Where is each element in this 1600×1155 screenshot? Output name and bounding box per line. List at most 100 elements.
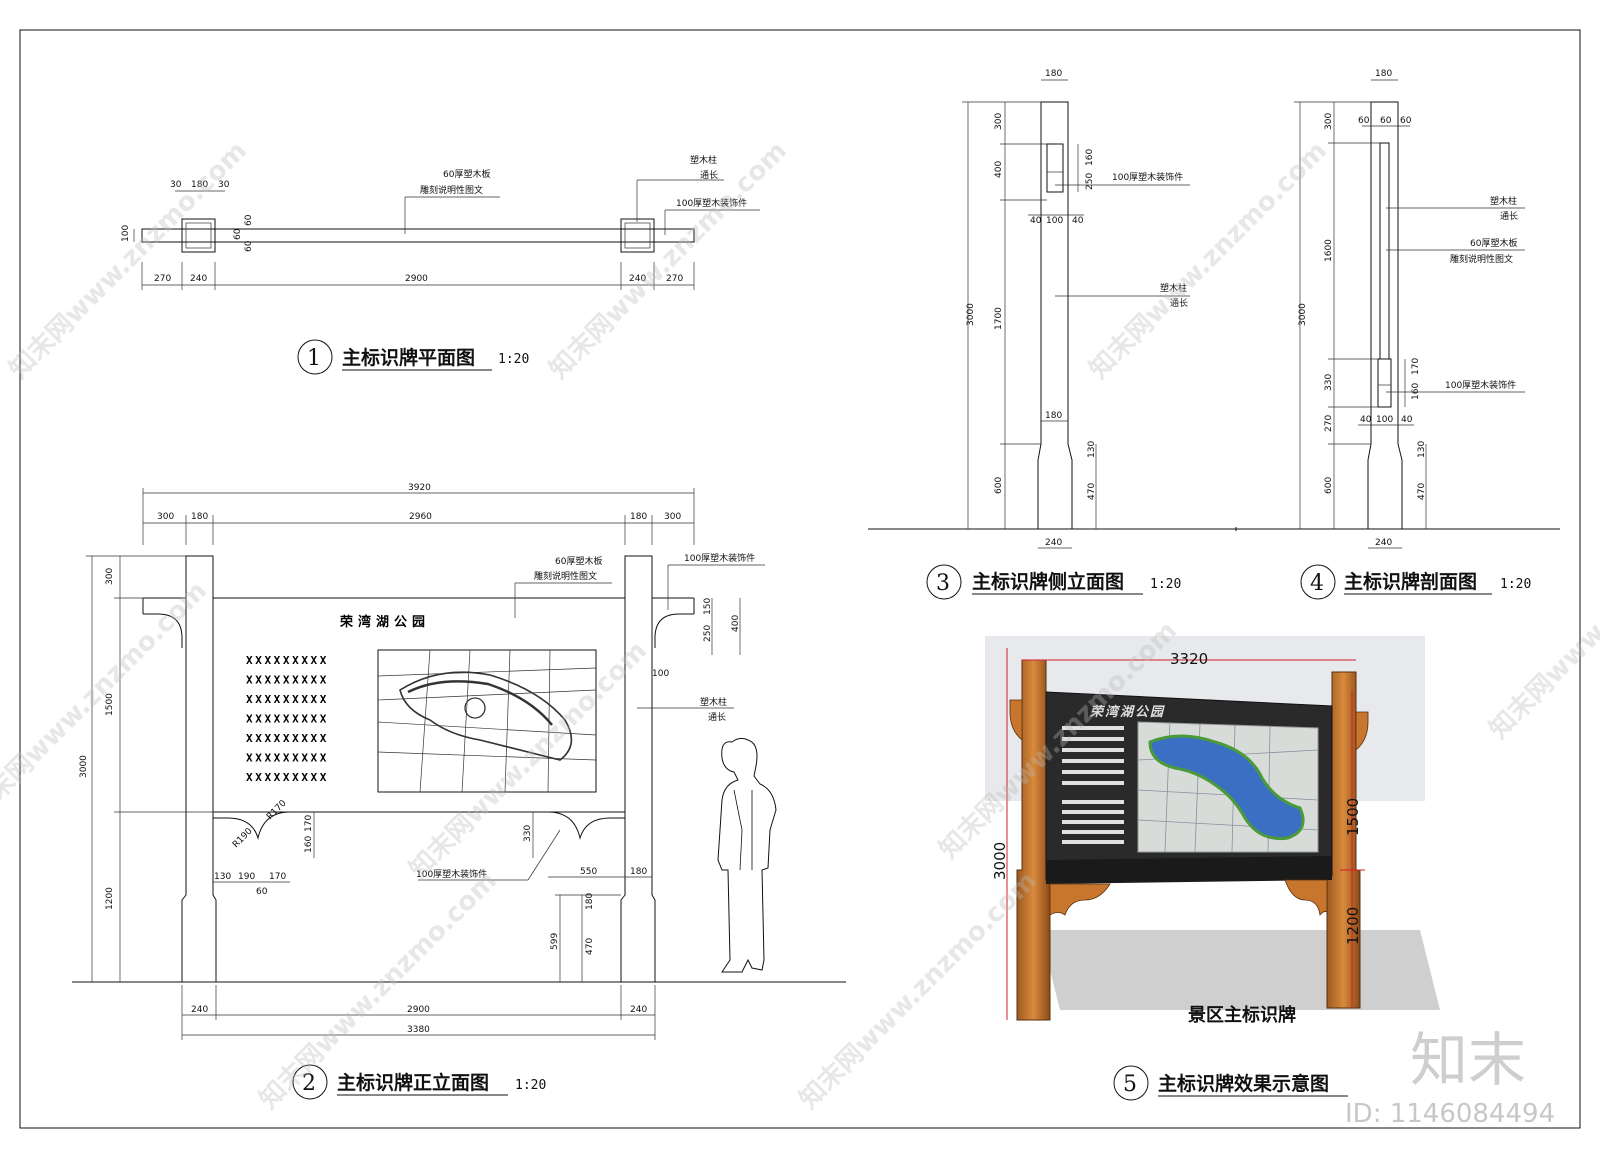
dim-label: 180 [1375, 69, 1392, 79]
dim-label: 3000 [79, 755, 89, 778]
watermark-text: 知末网www.znzmo.com [4, 136, 253, 385]
section-post [1367, 101, 1403, 530]
dim-label: 60 [1400, 116, 1412, 126]
drawing-title: 主标识牌效果示意图 [1158, 1072, 1329, 1095]
render-caption: 景区主标识牌 [1188, 1004, 1296, 1026]
watermark-text: 知末网www.znzmo.com [0, 576, 213, 825]
placeholder-text-row: XXXXXXXXX [246, 713, 329, 726]
dim-label: 180 [630, 512, 647, 522]
dim-label: 600 [1324, 477, 1334, 494]
dim-label: 400 [731, 615, 741, 632]
dim-label: 180 [191, 512, 208, 522]
dim-label: 180 [1045, 411, 1062, 421]
dim-label: 3380 [407, 1025, 430, 1035]
drawing-number: 3 [936, 571, 950, 596]
dim-label: 300 [105, 568, 115, 585]
note: 通长 [1170, 297, 1188, 309]
note: 塑木柱 [1160, 282, 1187, 294]
drawing-scale: 1:20 [515, 1078, 546, 1093]
watermark-logo: 知末 [1410, 1026, 1526, 1094]
dim-label: R190 [231, 826, 255, 850]
render-text-line [1062, 820, 1124, 824]
dim-label: 470 [1087, 483, 1097, 500]
note: 100厚塑木装饰件 [684, 552, 755, 564]
dim-label: 300 [1324, 113, 1334, 130]
board-title: 荣湾湖公园 [339, 614, 430, 630]
section-view: 180 60 60 60 300 1600 3000 330 270 600 1… [1294, 69, 1531, 600]
render-text-line [1062, 759, 1124, 763]
dim-label: 180 [1045, 69, 1062, 79]
render-text-line [1062, 737, 1124, 741]
dim-label: 130 [1087, 441, 1097, 458]
render-text-line [1062, 781, 1124, 785]
dim-label: 2900 [405, 274, 428, 284]
dim-label: 180 [585, 893, 595, 910]
plan-post-left [181, 218, 216, 253]
render-text-line [1062, 830, 1124, 834]
plan-view: 30 180 30 100 60 60 60 270 240 2900 240 … [121, 154, 760, 375]
drawing-title: 主标识牌平面图 [342, 346, 475, 369]
drawing-title: 主标识牌侧立面图 [972, 570, 1124, 593]
dim-label: 600 [994, 477, 1004, 494]
dim-label: 130 [214, 872, 231, 882]
dim-label: 330 [523, 825, 533, 842]
dim-label: 170 [1411, 358, 1421, 375]
note: 通长 [708, 711, 726, 723]
dim-label: 60 [233, 228, 243, 240]
dim-label: 130 [1417, 441, 1427, 458]
scale-person [717, 737, 777, 973]
side-post [1037, 101, 1073, 530]
render-dim: 3320 [1170, 650, 1208, 668]
dim-label: 3000 [966, 303, 976, 326]
dim-label: 180 [630, 867, 647, 877]
dim-label: 240 [1045, 538, 1062, 548]
render-text-line [1062, 748, 1124, 752]
render-dim: 1200 [1344, 907, 1362, 945]
dim-label: 60 [1358, 116, 1370, 126]
render-sign-title: 荣湾湖公园 [1090, 704, 1165, 720]
dim-label: 100 [1376, 415, 1393, 425]
dim-label: 190 [238, 872, 255, 882]
dim-label: 240 [630, 1005, 647, 1015]
dim-label: 1600 [1324, 239, 1334, 262]
render-text-line [1062, 840, 1124, 844]
dim-label: 3000 [1298, 303, 1308, 326]
note: 100厚塑木装饰件 [1445, 379, 1516, 391]
side-elevation: 180 300 400 1700 600 3000 160 250 40 100… [926, 69, 1190, 600]
render-board-bottom-deco [1046, 856, 1332, 884]
drawing-scale: 1:20 [498, 352, 529, 367]
note: 60厚塑木板 [443, 168, 490, 180]
note: 60厚塑木板 [1470, 237, 1517, 249]
note: 100厚塑木装饰件 [1112, 171, 1183, 183]
dim-label: 240 [191, 1005, 208, 1015]
dim-label: 40 [1072, 216, 1084, 226]
placeholder-text-row: XXXXXXXXX [246, 732, 329, 745]
dim-label: 170 [269, 872, 286, 882]
dim-label: 30 [218, 180, 230, 190]
dim-label: 470 [585, 938, 595, 955]
dim-label: 1700 [994, 307, 1004, 330]
dim-label: 270 [154, 274, 171, 284]
note: 60厚塑木板 [555, 555, 602, 567]
dim-label: 270 [666, 274, 683, 284]
dim-label: 60 [1380, 116, 1392, 126]
board-map [377, 649, 597, 793]
placeholder-text-row: XXXXXXXXX [246, 752, 329, 765]
note: 雕刻说明性图文 [420, 184, 483, 196]
placeholder-text-row: XXXXXXXXX [246, 693, 329, 706]
post-right [620, 555, 656, 983]
plan-post-left-inner [185, 222, 212, 249]
dim-label: 400 [994, 161, 1004, 178]
dim-label: 40 [1360, 415, 1372, 425]
drawing-number-circle [292, 1064, 328, 1100]
dim-label: 40 [1030, 216, 1042, 226]
note: 雕刻说明性图文 [1450, 253, 1513, 265]
side-deco [1046, 143, 1064, 193]
render-view: 荣湾湖公园 3320 3000 1500 1200 景区主标识牌 5 主标识牌效… [985, 636, 1440, 1101]
render-text-line [1062, 800, 1124, 804]
drawing-number: 2 [302, 1071, 316, 1096]
render-text-line [1062, 770, 1124, 774]
dim-label: 40 [1401, 415, 1413, 425]
dim-label: 160 [304, 836, 314, 853]
